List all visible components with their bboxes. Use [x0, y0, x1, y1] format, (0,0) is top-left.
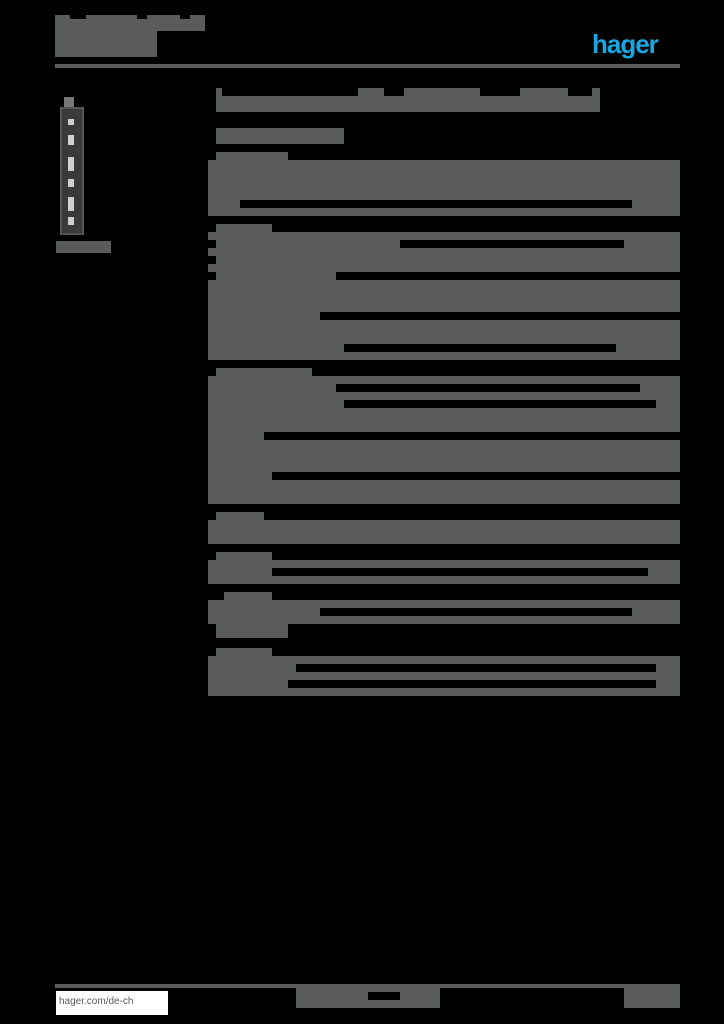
spec-table [208, 656, 680, 696]
section-heading [216, 648, 272, 656]
spec-table [208, 232, 680, 360]
spec-table [208, 520, 680, 544]
section-heading [216, 512, 264, 522]
section-note [216, 624, 288, 638]
spec-table [208, 376, 680, 504]
header-title-line-1 [55, 15, 205, 31]
header-title-line-2 [55, 31, 157, 45]
hager-website-link[interactable]: hager.com/de-ch [56, 991, 168, 1015]
header-title-line-3 [55, 45, 157, 57]
section-heading [216, 368, 312, 378]
product-caption [56, 241, 111, 253]
product-image [60, 97, 88, 237]
section-heading [216, 552, 272, 562]
section-heading [216, 224, 272, 234]
section-heading [216, 152, 288, 162]
header-divider [55, 64, 680, 68]
page-subtitle [216, 128, 344, 144]
hager-logo: hager [592, 29, 659, 59]
section-heading [224, 592, 272, 602]
footer-page-number [624, 986, 680, 1008]
